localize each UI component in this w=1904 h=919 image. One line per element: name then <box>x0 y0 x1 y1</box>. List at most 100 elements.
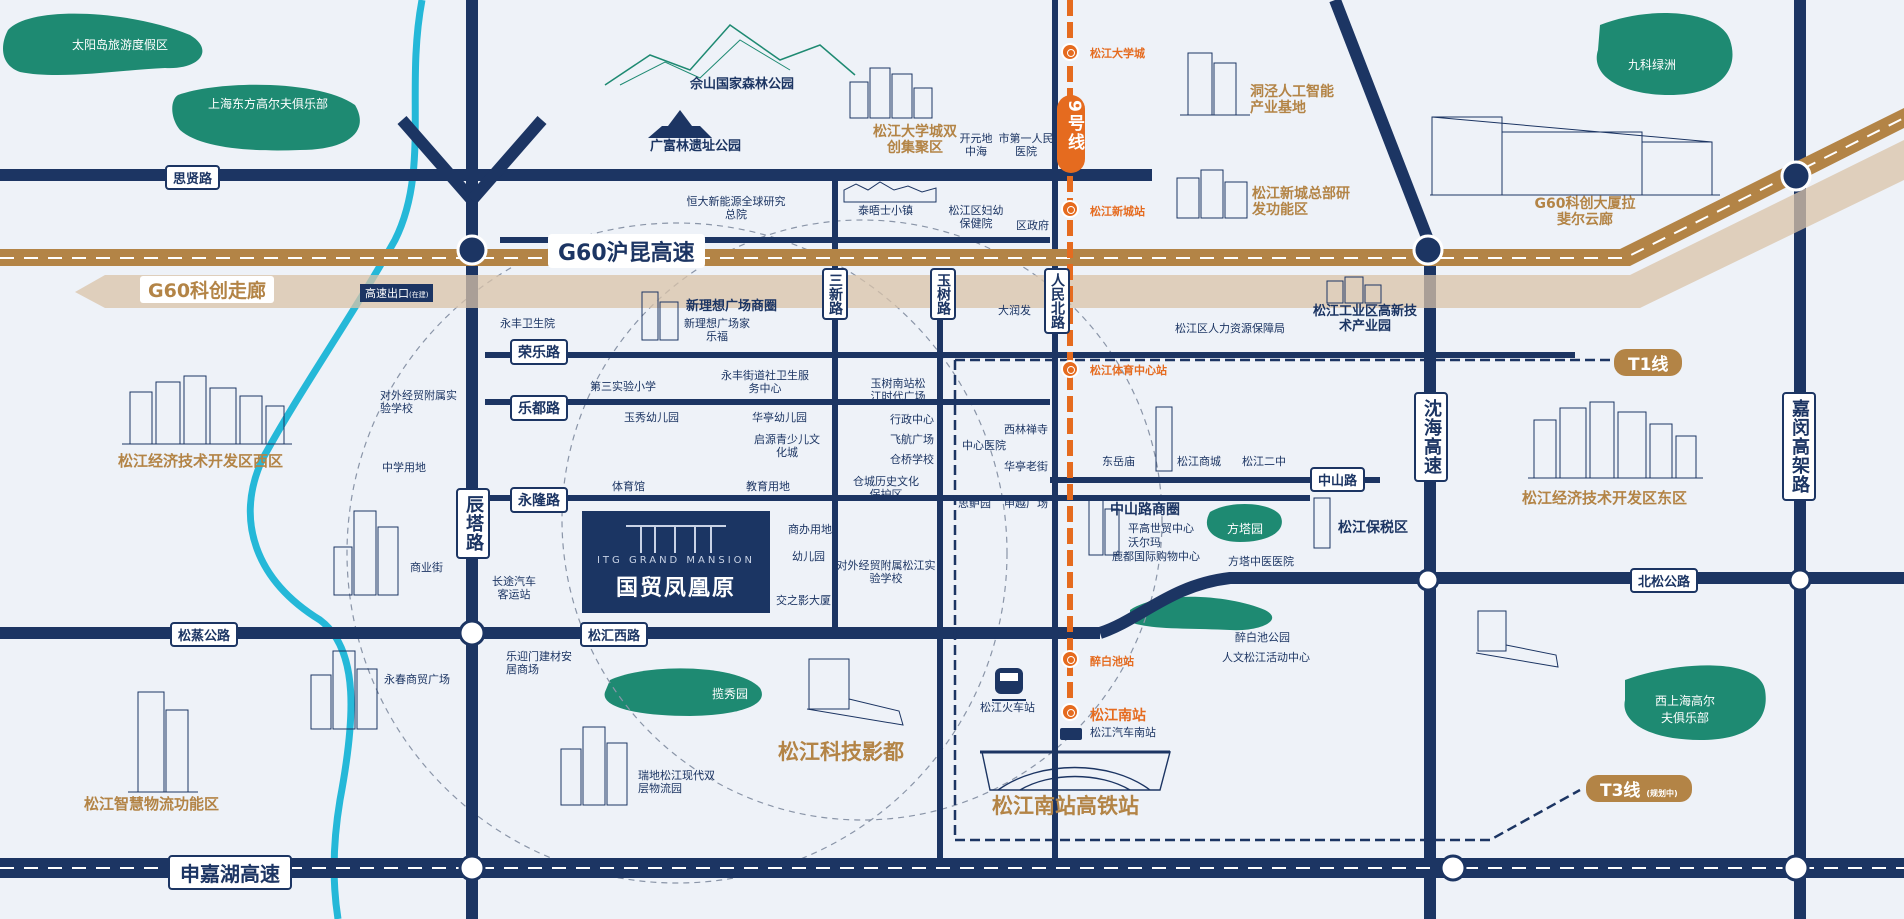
project-name-cn: 国贸凤凰原 <box>615 576 736 601</box>
poi-yongfeng-clinic: 永丰卫生院 <box>500 317 555 330</box>
project-brand-card[interactable]: ITG GRAND MANSION 国贸凤凰原 <box>582 511 770 613</box>
label-industrial-park: 松江工业区高新技术产业园 <box>1312 304 1417 334</box>
label-xinlixiang: 新理想广场商圈 <box>686 299 778 314</box>
brand-gate-icon <box>626 525 726 553</box>
building-icon-g60-tower <box>1430 116 1720 196</box>
road-label-renmin-north: 人民北路 <box>1044 268 1070 334</box>
road-label-sanxin: 三新路 <box>822 268 848 320</box>
building-icon-film-city <box>806 658 904 726</box>
poi-commercial-street: 商业街 <box>410 561 443 574</box>
interchange-nodes <box>456 160 1812 882</box>
road-label-ledu: 乐都路 <box>510 395 568 421</box>
corridor-label: G60科创走廊 <box>140 276 275 303</box>
road-label-sixian: 思贤路 <box>165 165 221 190</box>
poi-admin-center: 行政中心 <box>890 413 934 426</box>
poi-huating-kindergarten: 华亭幼儿园 <box>752 411 807 424</box>
building-icon-xincheng <box>1176 169 1248 219</box>
poi-dongyue-temple: 东岳庙 <box>1102 455 1135 468</box>
poi-south-bus-station: 松江汽车南站 <box>1090 726 1156 739</box>
highway-label-shenhai: 沈海高速 <box>1414 392 1448 482</box>
poi-hengda: 恒大新能源全球研究总院 <box>686 195 786 221</box>
metro-station-daxuecheng: 松江大学城 <box>1090 47 1145 60</box>
poi-jiaozhiying: 交之影大厦 <box>776 594 831 607</box>
poi-yushu-south: 玉树南站松江时代广场 <box>870 377 926 403</box>
g60-hukun-highway <box>0 108 1904 266</box>
metro-line-9-label: 9号线 <box>1064 100 1084 152</box>
poi-cangcheng: 仓城历史文化保护区 <box>853 475 919 501</box>
label-fangta: 方塔园 <box>1227 522 1264 536</box>
poi-bus-terminal: 长途汽车客运站 <box>492 575 536 601</box>
label-sheshan: 佘山国家森林公园 <box>690 77 795 92</box>
metro-station-icon <box>1061 703 1079 721</box>
road-label-songhui-west: 松汇西路 <box>580 622 649 647</box>
road-label-yonglong: 永隆路 <box>510 487 568 513</box>
poi-songjiang-railway: 松江火车站 <box>980 701 1035 714</box>
poi-hr-bureau: 松江区人力资源保障局 <box>1175 322 1285 335</box>
project-name-en: ITG GRAND MANSION <box>596 555 756 566</box>
poi-ruidi-logistics: 瑞地松江现代双层物流园 <box>638 769 715 795</box>
label-guangfulin: 广富林遗址公园 <box>650 139 742 154</box>
bus-icon <box>1060 728 1082 740</box>
poi-thames-town: 泰晤士小镇 <box>858 204 913 217</box>
label-bonded-zone: 松江保税区 <box>1338 520 1408 536</box>
poi-gymnasium: 体育馆 <box>612 480 645 493</box>
metro-station-songjiang-south: 松江南站 <box>1090 708 1146 724</box>
t3-tram-line <box>953 360 1581 842</box>
poi-renwen-center: 人文松江活动中心 <box>1222 651 1310 664</box>
highway-exit-badge: 高速出口(在建) <box>360 284 434 302</box>
building-icon-logistics <box>128 691 198 793</box>
poi-first-hospital: 市第一人民医院 <box>998 132 1054 158</box>
exit-note: (在建) <box>409 291 429 299</box>
building-icon-dongjing <box>1180 52 1250 116</box>
highway-label-jiamin: 嘉闵高架路 <box>1782 392 1816 501</box>
building-icon-xinlixiang <box>641 291 679 341</box>
poi-shenyue: 申越广场 <box>1004 497 1048 510</box>
poi-commercial-land: 商办用地 <box>788 523 832 536</box>
poi-silu-garden: 思鲈园 <box>958 497 991 510</box>
highway-label-shenjia: 申嘉湖高速 <box>168 855 292 890</box>
poi-central-hospital: 中心医院 <box>962 439 1006 452</box>
building-icon-film-park <box>1475 610 1559 668</box>
poi-huating-street: 华亭老街 <box>1004 460 1048 473</box>
poi-third-school: 第三实验小学 <box>590 380 656 393</box>
road-label-rongle: 荣乐路 <box>510 339 568 365</box>
label-dongjing-ai: 洞泾人工智能产业基地 <box>1250 84 1334 117</box>
poi-songjiang-no2: 松江二中 <box>1242 455 1286 468</box>
poi-yuxiu-kindergarten: 玉秀幼儿园 <box>624 411 679 424</box>
metro-station-icon <box>1061 360 1079 378</box>
label-jiuke: 九科绿洲 <box>1628 58 1677 72</box>
road-label-zhongshan: 中山路 <box>1310 467 1366 492</box>
building-icon-ruidi <box>560 726 628 806</box>
label-zhongshan-cbd: 中山路商圈 <box>1110 502 1180 518</box>
poi-yongchun-plaza: 永春商贸广场 <box>384 673 450 686</box>
metro-station-icon <box>1061 200 1079 218</box>
poi-walmart: 沃尔玛 <box>1128 536 1161 549</box>
label-dongfang-golf: 上海东方高尔夫俱乐部 <box>208 97 329 111</box>
pavilion-icon <box>648 110 712 138</box>
label-xincheng-hq: 松江新城总部研发功能区 <box>1252 186 1350 219</box>
poi-yongfeng-center: 永丰街道社卫生服务中心 <box>721 369 809 395</box>
poi-maternity: 松江区妇幼保健院 <box>948 204 1004 230</box>
tram-t3-badge: T3线 (规划中) <box>1586 775 1692 802</box>
building-icon-shangye <box>333 510 399 596</box>
poi-kindergarten: 幼儿园 <box>792 550 825 563</box>
poi-xilin-temple: 西林禅寺 <box>1004 423 1048 436</box>
green-area-west-golf <box>1624 665 1766 740</box>
green-area-fangta <box>1206 504 1282 542</box>
building-icon-yongchun <box>310 650 378 730</box>
label-east-dev-zone: 松江经济技术开发区东区 <box>1522 489 1688 507</box>
label-lanxiu: 揽秀园 <box>712 687 749 701</box>
road-label-beisong: 北松公路 <box>1630 568 1699 593</box>
building-icon-zhongshan <box>1155 406 1173 472</box>
label-film-city: 松江科技影都 <box>778 740 904 764</box>
poi-songjiang-mall: 松江商城 <box>1177 455 1221 468</box>
poi-carrefour: 新理想广场家乐福 <box>684 317 750 343</box>
green-area-dongfang-golf <box>172 84 360 151</box>
label-zuibaichi-park: 醉白池公园 <box>1235 631 1290 644</box>
road-label-chenta: 辰塔路 <box>456 488 490 559</box>
poi-district-gov: 区政府 <box>1016 219 1049 232</box>
poi-education-land: 教育用地 <box>746 480 790 493</box>
green-area-taiyangdao <box>3 13 203 76</box>
poi-ludu-mall: 鹿都国际购物中心 <box>1112 550 1200 563</box>
